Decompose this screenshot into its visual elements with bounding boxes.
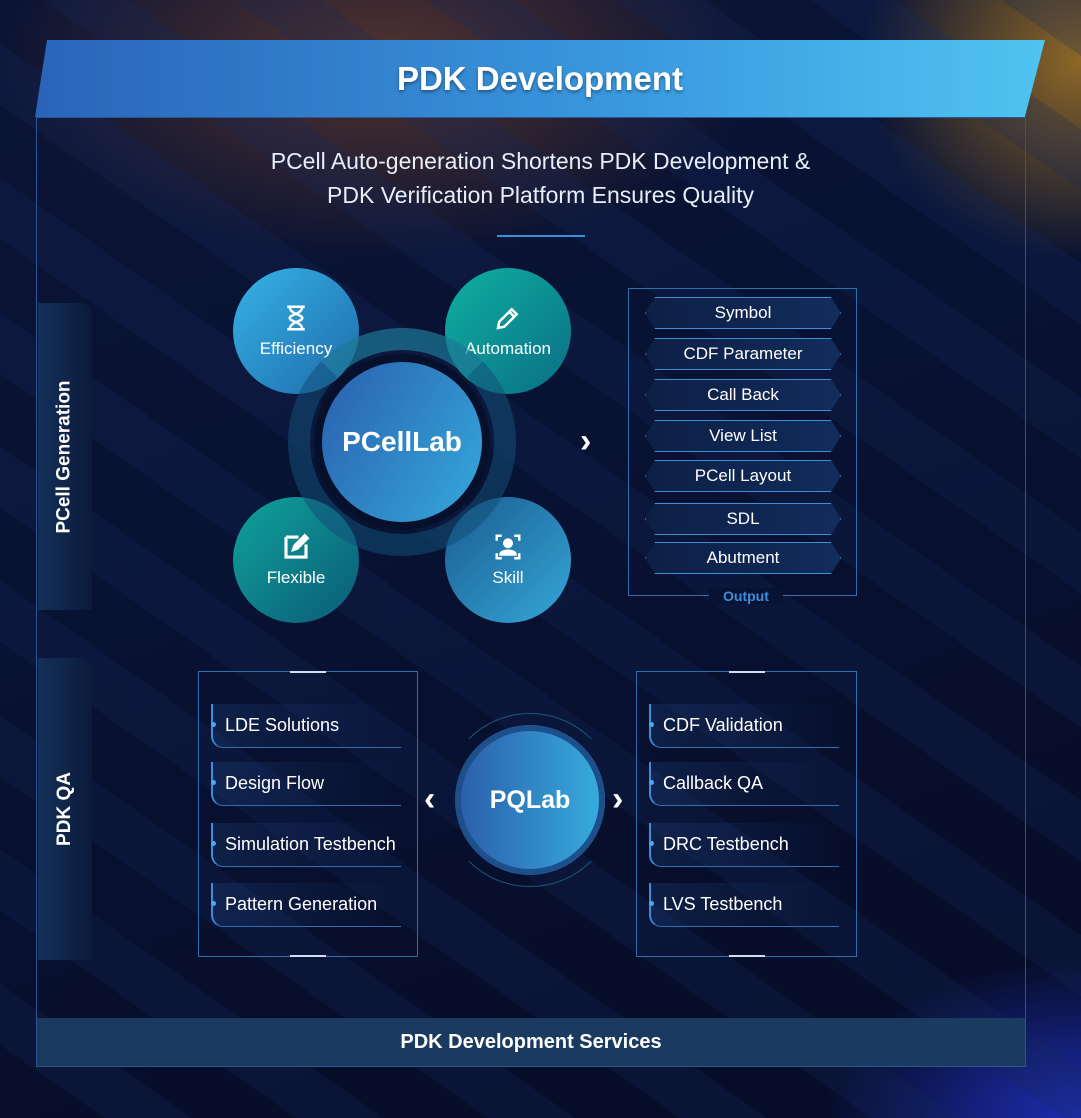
output-item: SDL xyxy=(645,503,841,535)
footer-label: PDK Development Services xyxy=(400,1030,662,1053)
cap xyxy=(728,955,765,957)
output-item: View List xyxy=(645,420,841,452)
main-frame xyxy=(36,117,1026,1067)
qa-item: DRC Testbench xyxy=(649,823,839,867)
output-item: PCell Layout xyxy=(645,460,841,492)
side-tab-pcell-generation: PCell Generation xyxy=(38,303,92,610)
subtitle-line-2: PDK Verification Platform Ensures Qualit… xyxy=(327,182,754,208)
pcelllab-circle: PCellLab xyxy=(322,362,482,522)
output-box: Symbol CDF Parameter Call Back View List… xyxy=(628,288,857,604)
qa-item: LDE Solutions xyxy=(211,704,401,748)
cap xyxy=(290,671,326,673)
output-item: CDF Parameter xyxy=(645,338,841,370)
qa-item: LVS Testbench xyxy=(649,883,839,927)
divider xyxy=(497,235,585,237)
cap xyxy=(290,955,326,957)
petal-label: Automation xyxy=(465,339,551,358)
hourglass-icon xyxy=(287,305,305,331)
output-item: Abutment xyxy=(645,542,841,574)
pqlab-outer-ring xyxy=(443,713,617,887)
petal-label: Efficiency xyxy=(259,339,333,358)
pqlab-circle: PQLab xyxy=(455,725,605,875)
chevron-left-icon: ‹ xyxy=(424,780,436,818)
qa-right-box: CDF Validation Callback QA DRC Testbench… xyxy=(636,671,857,957)
petal-label: Skill xyxy=(492,568,524,587)
pencil-icon xyxy=(496,307,519,330)
side-tab-label: PDK QA xyxy=(54,772,75,846)
side-tab-label: PCell Generation xyxy=(54,379,76,534)
footer-bar: PDK Development Services xyxy=(37,1018,1025,1066)
qa-item: CDF Validation xyxy=(649,704,839,748)
output-item: Symbol xyxy=(645,297,841,329)
qa-item: Design Flow xyxy=(211,762,401,806)
title-banner: PDK Development xyxy=(35,40,1045,117)
chevron-right-icon: › xyxy=(580,422,592,460)
qa-left-box: LDE Solutions Design Flow Simulation Tes… xyxy=(198,671,418,957)
chevron-right-icon: › xyxy=(612,780,624,818)
side-tab-pdk-qa: PDK QA xyxy=(38,658,92,960)
petal-label: Flexible xyxy=(266,568,326,587)
page-title: PDK Development xyxy=(396,59,684,97)
qa-item: Callback QA xyxy=(649,762,839,806)
subtitle-line-1: PCell Auto-generation Shortens PDK Devel… xyxy=(270,148,811,174)
qa-item: Pattern Generation xyxy=(211,883,401,927)
user-scan-icon xyxy=(495,534,521,560)
output-label: Output xyxy=(709,588,783,604)
qa-item: Simulation Testbench xyxy=(211,823,401,867)
edit-square-icon xyxy=(284,533,310,559)
output-item: Call Back xyxy=(645,379,841,411)
petal-efficiency: Efficiency xyxy=(233,268,359,394)
cap xyxy=(728,671,765,673)
petal-flexible: Flexible xyxy=(233,497,359,623)
